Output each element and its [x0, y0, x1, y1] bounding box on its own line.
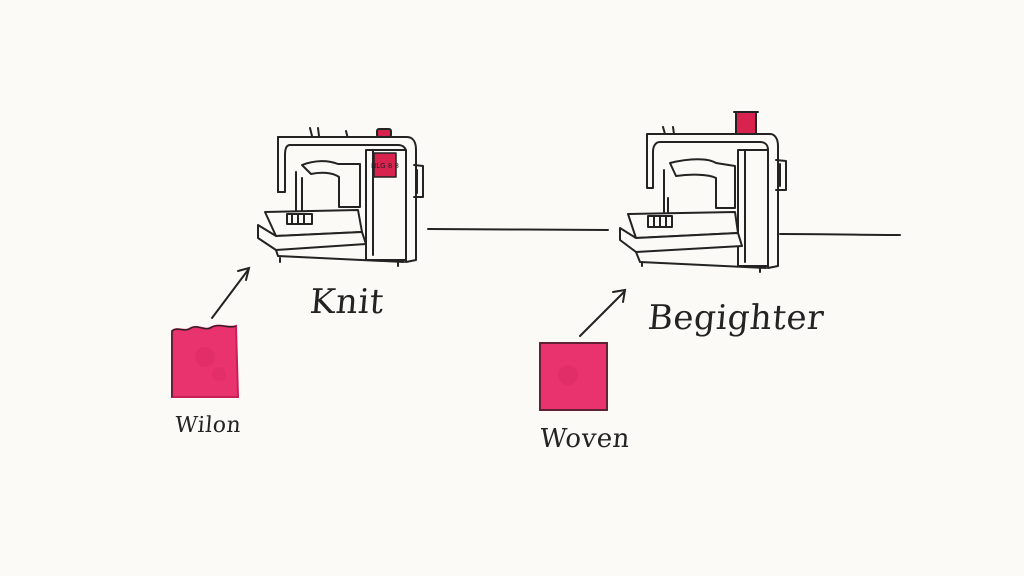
machine-label-knit: Knit [308, 282, 386, 322]
swatch-label-knit: Wilon [173, 413, 243, 438]
arrow-woven [579, 288, 627, 337]
sewing-machine-knit [257, 127, 424, 267]
baseline-line-2 [779, 233, 901, 236]
sewing-machine-beg [619, 111, 787, 273]
panel-text: NLG 8 8 [371, 162, 399, 170]
machine-label-beg: Begighter [646, 298, 826, 338]
swatch-label-woven: Woven [538, 424, 632, 454]
woven-swatch [539, 342, 608, 411]
arrow-knit [211, 266, 251, 319]
panel-text-group: NLG 8 8 [371, 162, 399, 170]
baseline-line-1 [427, 228, 609, 231]
knit-swatch [171, 324, 240, 398]
